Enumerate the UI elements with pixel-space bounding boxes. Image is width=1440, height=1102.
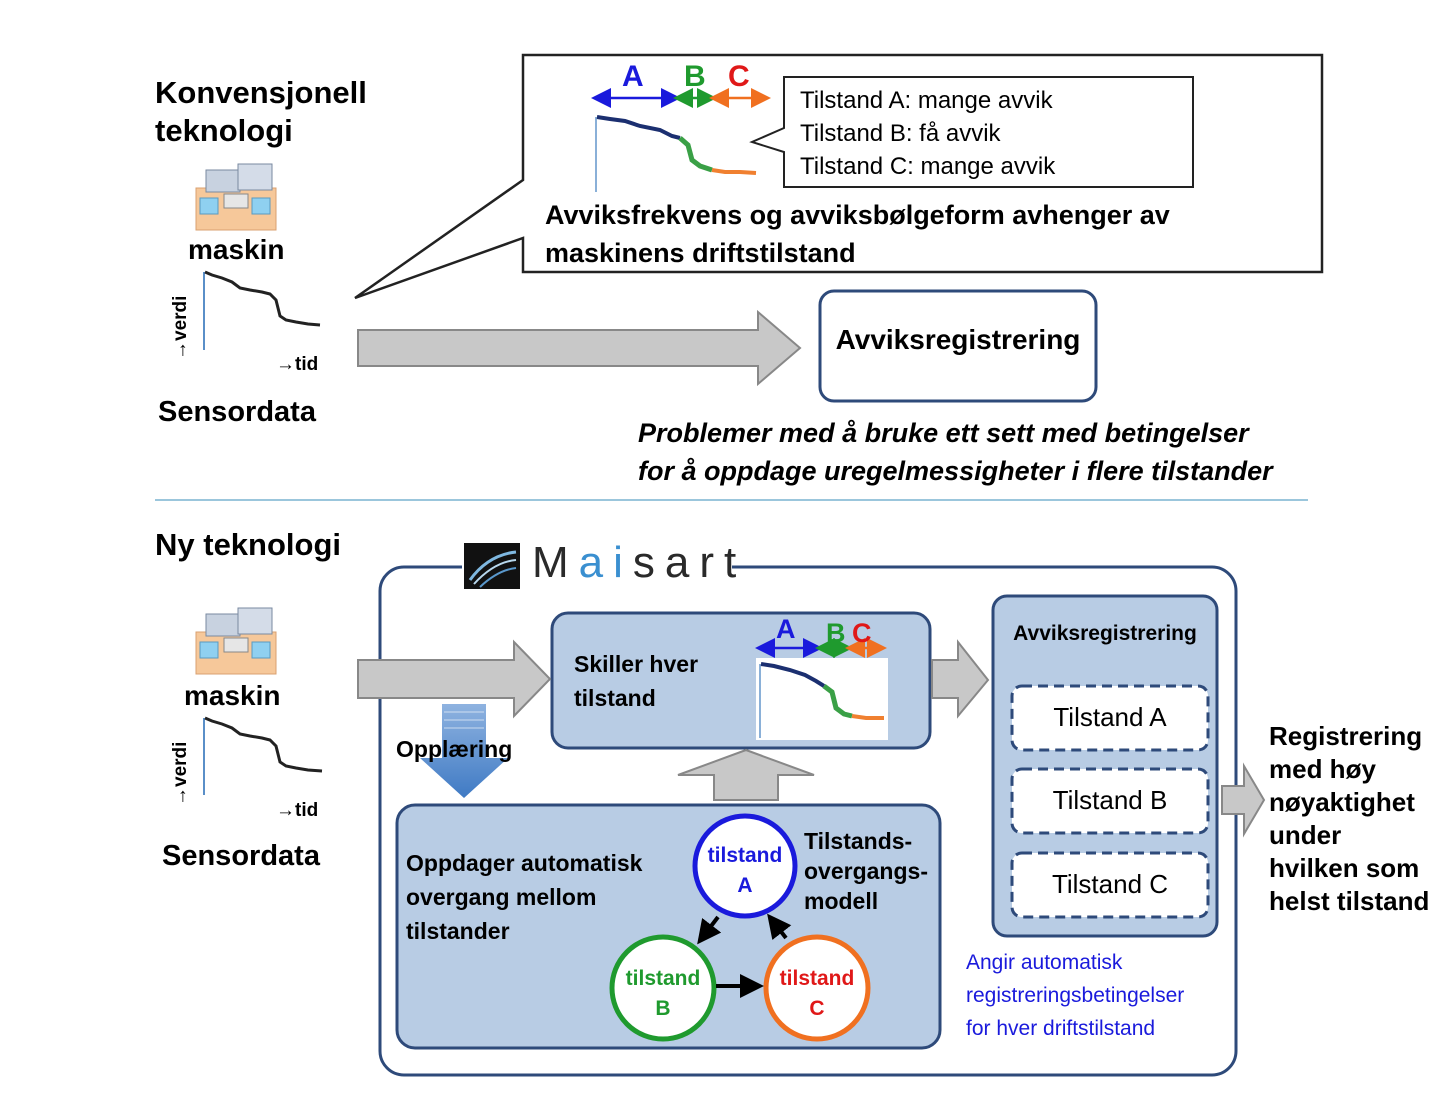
sensor-data-label: Sensordata bbox=[162, 840, 320, 872]
state-letter-c: C bbox=[852, 618, 872, 648]
state-letter-b: B bbox=[684, 60, 706, 93]
brand-highlight: ai bbox=[578, 538, 633, 587]
state-box-a: Tilstand A bbox=[1053, 702, 1167, 732]
axis-x-label: →tid bbox=[276, 800, 319, 821]
machine-icon bbox=[195, 163, 277, 231]
transition-model-label: Tilstands- overgangs- modell bbox=[804, 828, 928, 914]
detection-panel-frame bbox=[991, 594, 1219, 938]
flow-arrow-top bbox=[357, 309, 802, 387]
sensor-data-label: Sensordata bbox=[158, 396, 316, 428]
sensor-waveform-chart bbox=[203, 270, 321, 350]
transition-arrow-a-b bbox=[697, 915, 722, 945]
state-circle-a bbox=[692, 813, 798, 919]
state-circle-c-label: tilstand C bbox=[779, 967, 855, 1020]
callout-description: Avviksfrekvens og avviksbølgeform avheng… bbox=[545, 200, 1170, 268]
detection-panel-title: Avviksregistrering bbox=[1013, 622, 1197, 645]
machine-icon bbox=[195, 607, 277, 675]
axis-x-label: →tid bbox=[276, 354, 319, 375]
transition-description: Oppdager automatisk overgang mellom tils… bbox=[406, 850, 643, 944]
maisart-wordmark: Maisart bbox=[532, 538, 746, 588]
brand-prefix: M bbox=[532, 538, 579, 587]
separate-mini-chart bbox=[755, 638, 888, 740]
state-box-b-frame bbox=[1010, 767, 1210, 835]
training-label: Opplæring bbox=[396, 736, 513, 762]
detection-box-label: Avviksregistrering bbox=[835, 324, 1081, 355]
maisart-logo bbox=[462, 540, 732, 592]
machine-label: maskin bbox=[188, 234, 285, 265]
state-letter-b: B bbox=[826, 618, 846, 648]
state-box-c: Tilstand C bbox=[1051, 869, 1169, 899]
state-letter-c: C bbox=[728, 60, 750, 93]
flow-arrow-up bbox=[677, 748, 815, 801]
flow-arrow-detection bbox=[931, 639, 990, 719]
state-circle-b bbox=[609, 934, 717, 1042]
flow-arrow-result bbox=[1221, 762, 1266, 838]
detection-box-frame bbox=[818, 289, 1098, 403]
training-arrow bbox=[420, 704, 508, 798]
state-description-list: Tilstand A: mange avvik Tilstand B: få a… bbox=[800, 84, 1055, 183]
auto-conditions-note: Angir automatisk registreringsbetingelse… bbox=[966, 951, 1185, 1040]
state-box-a-frame bbox=[1010, 684, 1210, 752]
sensor-waveform-chart bbox=[203, 716, 323, 795]
problem-statement: Problemer med å bruke ett sett med betin… bbox=[638, 418, 1273, 486]
state-description-callout bbox=[749, 76, 1194, 188]
flow-arrow-input bbox=[357, 639, 552, 719]
state-box-b: Tilstand B bbox=[1052, 785, 1168, 815]
state-description-c: Tilstand C: mange avvik bbox=[800, 153, 1056, 180]
state-circle-c bbox=[763, 934, 871, 1042]
conventional-title: Konvensjonell teknologi bbox=[155, 75, 367, 148]
state-description-b: Tilstand B: få avvik bbox=[800, 120, 1001, 147]
new-tech-title: Ny teknologi bbox=[155, 527, 342, 562]
brand-suffix: sart bbox=[632, 538, 747, 587]
machine-label: maskin bbox=[184, 680, 281, 711]
state-circle-a-label: tilstand A bbox=[707, 844, 783, 897]
callout-mini-chart bbox=[591, 88, 771, 192]
transition-arrow-c-a bbox=[767, 913, 792, 940]
state-description-a: Tilstand A: mange avvik bbox=[800, 87, 1053, 114]
state-circle-b-label: tilstand B bbox=[625, 967, 701, 1020]
state-letter-a: A bbox=[622, 60, 644, 93]
axis-y-label: →verdi bbox=[170, 741, 191, 806]
result-text: Registrering med høy nøyaktighet under h… bbox=[1269, 721, 1430, 916]
separate-states-label: Skiller hver tilstand bbox=[574, 651, 699, 711]
state-box-c-frame bbox=[1010, 851, 1210, 919]
axis-y-label: →verdi bbox=[170, 295, 191, 360]
state-letter-a: A bbox=[776, 614, 796, 644]
